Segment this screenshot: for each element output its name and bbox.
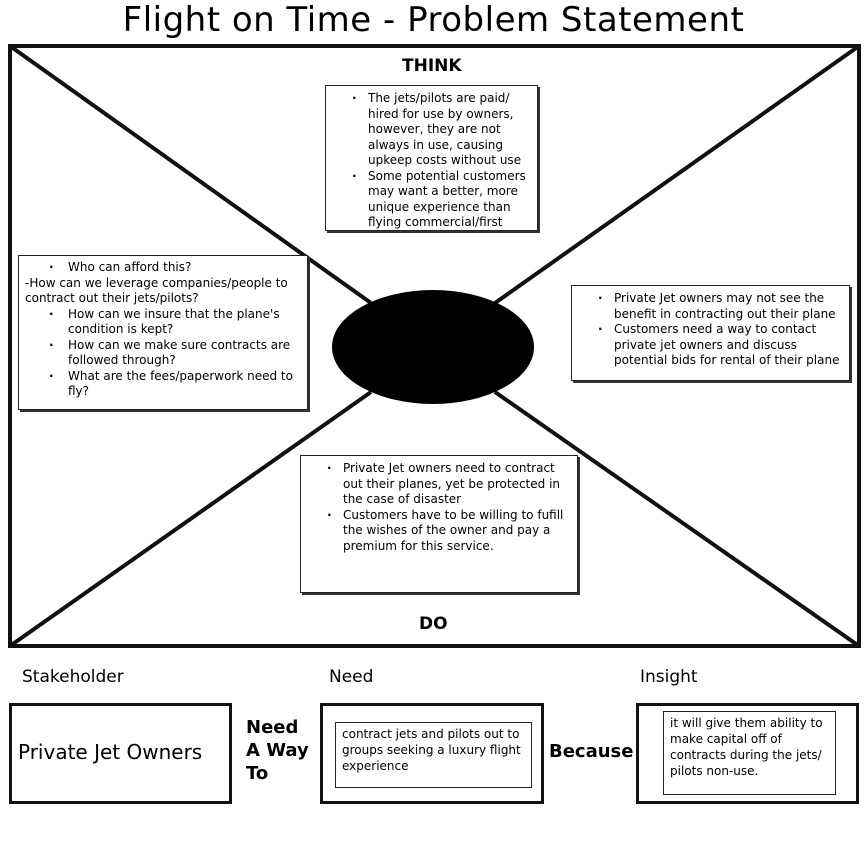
left-note-item: -How can we leverage companies/people to… (25, 275, 288, 306)
left-note-item: What are the fees/paperwork need to fly? (25, 369, 301, 400)
insight-label: Insight (640, 667, 698, 687)
right-note: Private Jet owners may not see the benef… (571, 285, 850, 381)
stakeholder-label: Stakeholder (22, 667, 124, 687)
think-note-item: Some potential customers may want a bett… (348, 169, 531, 231)
because-connector: Because (549, 741, 634, 762)
insight-value: it will give them ability to make capita… (663, 711, 836, 795)
left-note-item: How can we insure that the plane's condi… (25, 307, 301, 338)
diagonal-top-left (8, 44, 373, 305)
center-ellipse (332, 290, 534, 404)
insight-box: it will give them ability to make capita… (636, 703, 859, 804)
diagonal-bottom-left (8, 390, 373, 648)
do-note: Private Jet owners need to contract out … (300, 455, 578, 593)
need-box: contract jets and pilots out to groups s… (320, 703, 544, 804)
left-note-item: Who can afford this? (25, 260, 301, 276)
right-note-item: Customers need a way to contact private … (594, 322, 843, 369)
page-title: Flight on Time - Problem Statement (122, 0, 745, 40)
right-note-item: Private Jet owners may not see the benef… (594, 291, 843, 322)
do-note-item: Customers have to be willing to fufill t… (323, 508, 569, 555)
diagonal-top-right (493, 44, 861, 305)
do-note-item: Private Jet owners need to contract out … (323, 461, 569, 508)
diagonal-bottom-right (493, 390, 861, 648)
left-note: Who can afford this? -How can we leverag… (18, 255, 308, 410)
think-note-item: The jets/pilots are paid/ hired for use … (348, 91, 531, 169)
stakeholder-box: Private Jet Owners (9, 703, 232, 804)
need-label: Need (329, 667, 374, 687)
stakeholder-value: Private Jet Owners (18, 740, 203, 764)
need-value: contract jets and pilots out to groups s… (335, 722, 532, 788)
think-label: THINK (402, 56, 462, 76)
think-note: The jets/pilots are paid/ hired for use … (325, 85, 538, 231)
left-note-item: How can we make sure contracts are follo… (25, 338, 301, 369)
map-border (8, 44, 861, 648)
need-a-way-to-connector: Need A Way To (246, 717, 309, 784)
do-label: DO (419, 614, 448, 634)
